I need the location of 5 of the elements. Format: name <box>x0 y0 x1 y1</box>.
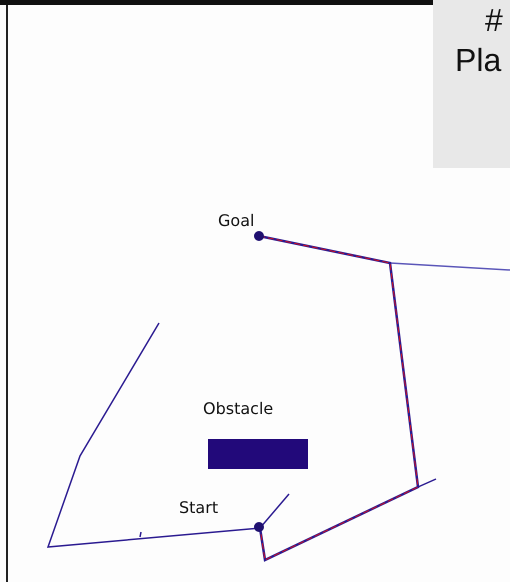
panel-text: Pla <box>455 42 502 79</box>
panel-text: # <box>485 2 503 39</box>
start-label: Start <box>179 498 218 517</box>
obstacle-label: Obstacle <box>203 399 274 418</box>
goal-label: Goal <box>218 211 254 230</box>
